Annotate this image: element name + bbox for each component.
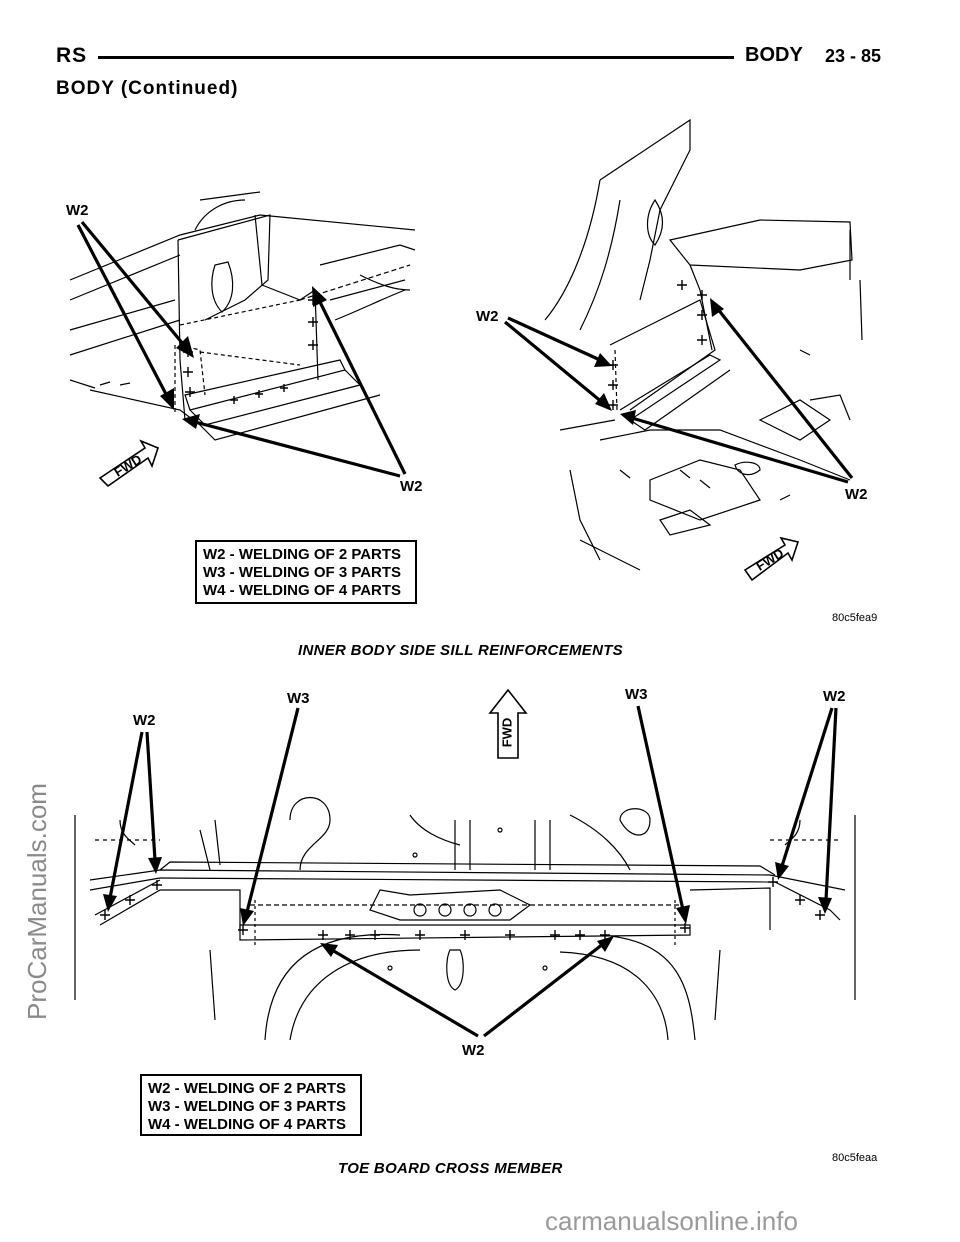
toe-board-drawing — [74, 796, 856, 1041]
arrow-fig2-w2-bottom-a — [320, 943, 479, 1038]
arrow-w2-bottom-right-a — [710, 298, 854, 479]
figure-1-caption: INNER BODY SIDE SILL REINFORCEMENTS — [298, 642, 623, 659]
figure-2-caption: TOE BOARD CROSS MEMBER — [338, 1160, 563, 1177]
legend-2-w2: W2 - WELDING OF 2 PARTS — [148, 1080, 347, 1097]
label-w2-bottom-right: W2 — [845, 486, 868, 503]
legend-1-w3: W3 - WELDING OF 3 PARTS — [203, 564, 402, 581]
footer-watermark: carmanualsonline.info — [545, 1206, 798, 1236]
arrow-w2-bottom-right-b — [620, 410, 849, 484]
header-section-code: RS — [56, 44, 88, 67]
fwd-label-up: FWD — [499, 717, 515, 748]
header-rule — [98, 56, 734, 59]
fig2-label-w2-left: W2 — [133, 712, 156, 729]
label-w2-mid-right: W2 — [476, 308, 499, 325]
left-sill-drawing — [69, 191, 416, 441]
arrow-fig2-w2-right-b — [818, 707, 838, 914]
fwd-arrow-right-shape — [743, 536, 800, 582]
label-w2-top-left: W2 — [66, 202, 89, 219]
weld-legend-2: W2 - WELDING OF 2 PARTS W3 - WELDING OF … — [140, 1074, 362, 1136]
legend-2-w3: W3 - WELDING OF 3 PARTS — [148, 1098, 347, 1115]
arrow-w2-mid-right-b — [503, 320, 612, 411]
page-number: 23 - 85 — [825, 46, 882, 66]
legend-1-w2: W2 - WELDING OF 2 PARTS — [203, 546, 402, 563]
arrow-w2-top-left-a — [80, 220, 194, 358]
left-weld-marks — [183, 295, 318, 404]
fig2-label-w2-right: W2 — [823, 688, 846, 705]
fig2-label-w3-right: W3 — [625, 686, 648, 703]
weld-legend-1: W2 - WELDING OF 2 PARTS W3 - WELDING OF … — [195, 540, 417, 604]
arrow-w2-bottom-left-b — [182, 414, 401, 478]
fig2-label-w2-bottom: W2 — [462, 1042, 485, 1059]
arrow-w2-bottom-left-a — [312, 286, 407, 475]
fig2-label-w3-left: W3 — [287, 690, 310, 707]
header-chapter-title: BODY — [745, 44, 803, 66]
figure-1-code: 80c5fea9 — [832, 612, 878, 624]
fwd-arrow-up-shape — [488, 688, 528, 759]
arrow-fig2-w2-left-a — [103, 731, 144, 912]
legend-2-w4: W4 - WELDING OF 4 PARTS — [148, 1116, 347, 1133]
right-sill-drawing — [544, 118, 863, 571]
figure-2-code: 80c5feaa — [832, 1152, 878, 1164]
legend-1-w4: W4 - WELDING OF 4 PARTS — [203, 582, 402, 599]
arrow-fig2-w2-left-b — [145, 731, 162, 874]
side-watermark: ProCarManuals.com — [22, 783, 52, 1020]
arrow-fig2-w2-right-a — [775, 707, 834, 880]
section-title: BODY (Continued) — [56, 78, 239, 99]
label-w2-bottom-left: W2 — [400, 478, 423, 495]
arrow-w2-top-left-b — [76, 224, 174, 410]
arrow-w2-mid-right-a — [507, 316, 612, 367]
arrow-fig2-w3-right — [636, 705, 690, 924]
toe-board-weld-marks — [100, 877, 825, 940]
arrow-fig2-w2-bottom-b — [483, 936, 614, 1038]
fwd-arrow-left-shape — [98, 439, 159, 488]
arrow-fig2-w3-left — [240, 707, 300, 926]
